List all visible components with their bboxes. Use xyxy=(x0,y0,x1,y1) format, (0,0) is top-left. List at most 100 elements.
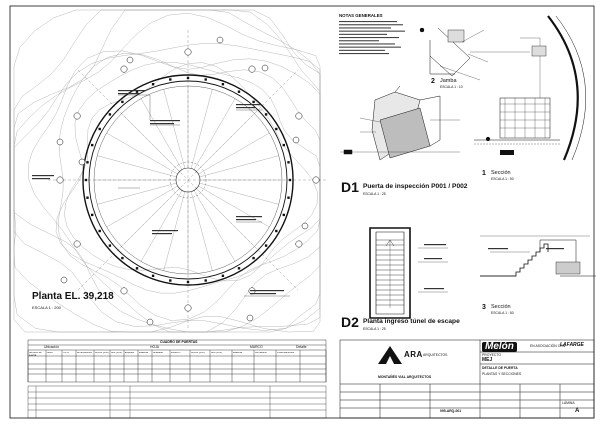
client-logo: Melón xyxy=(482,342,517,352)
silo-column xyxy=(91,143,94,147)
schedule-column-header: Número de puerta xyxy=(28,352,42,357)
note-text-line xyxy=(339,30,405,32)
grid-bubble xyxy=(60,276,68,284)
silo-column xyxy=(282,143,285,147)
schedule-column-header: Acabado xyxy=(152,352,164,354)
schedule-group-detail: Detalle xyxy=(296,345,307,349)
radial-line xyxy=(198,185,270,228)
radial-line xyxy=(190,89,213,169)
grid-bubble xyxy=(73,112,81,120)
section-3-number: 3 xyxy=(482,304,486,311)
grid-bubble xyxy=(78,158,86,166)
silo-column xyxy=(91,213,94,217)
silo-column xyxy=(275,229,278,233)
radial-line xyxy=(196,113,255,172)
schedule-column-header: Material xyxy=(138,352,149,354)
notes-heading: NOTAS GENERALES xyxy=(339,13,383,18)
silo-column xyxy=(221,274,225,277)
silo-column xyxy=(186,280,190,284)
radial-line xyxy=(163,89,186,169)
silo-column xyxy=(169,279,172,282)
section-1-detail xyxy=(470,15,586,161)
grid-bubble xyxy=(292,136,300,144)
architect-full-name: MONTAÑÉS VIAL ARQUITECTOS xyxy=(378,375,432,379)
radial-line xyxy=(196,188,255,247)
architect-logo: ARA xyxy=(404,350,423,359)
section-3-detail xyxy=(480,235,596,277)
radial-line xyxy=(190,191,213,271)
sheet-label: LÁMINA xyxy=(562,401,575,405)
note-text-line xyxy=(339,53,389,55)
grid-bubble xyxy=(248,65,256,73)
d1-code: D1 xyxy=(341,179,359,195)
revision-table xyxy=(27,385,327,419)
d2-escape-tunnel-plan xyxy=(369,227,448,319)
plan-view xyxy=(13,9,328,333)
schedule-column-header: TIPO xyxy=(62,352,69,354)
door-schedule-table xyxy=(27,339,327,383)
d2-scale: ESCALA 1 : 25 xyxy=(363,327,386,331)
silo-column xyxy=(186,76,190,80)
schedule-column-header: Nivel xyxy=(46,352,53,354)
grid-bubble xyxy=(120,65,128,73)
silo-column xyxy=(288,178,292,182)
silo-column xyxy=(282,213,285,217)
silo-column xyxy=(204,78,207,81)
project-label: PROYECTO xyxy=(482,353,501,357)
silo-inner-wall xyxy=(88,80,288,280)
grid-bubble xyxy=(120,287,128,295)
plan-annotation-lines xyxy=(32,90,284,295)
schedule-column-header: Alto (mm) xyxy=(110,352,123,354)
silo-columns xyxy=(84,76,292,284)
title-block xyxy=(339,339,595,419)
note-text-line xyxy=(339,37,399,39)
grid-bubble xyxy=(295,112,303,120)
silo-column xyxy=(252,100,255,104)
silo-column xyxy=(86,161,89,164)
silo-column xyxy=(252,256,255,260)
note-text-line xyxy=(339,46,401,48)
radial-line xyxy=(198,132,270,175)
section-1-scale: ESCALA 1 : 50 xyxy=(491,177,514,181)
grid-bubble xyxy=(246,314,254,322)
section-1-title: Sección xyxy=(491,170,511,176)
d2-title: Planta ingreso túnel de escape xyxy=(363,318,460,325)
grid-bubbles xyxy=(56,36,320,326)
jamba-number: 2 xyxy=(431,78,435,85)
radial-line xyxy=(97,155,177,178)
radial-line xyxy=(193,98,236,170)
contour-line xyxy=(13,43,321,333)
grid-bubble xyxy=(301,222,309,230)
grid-bubble xyxy=(184,48,192,56)
contour-line xyxy=(58,53,321,321)
grid-bubble xyxy=(56,176,64,184)
note-text-line xyxy=(339,24,403,26)
silo-column xyxy=(108,113,112,116)
silo-column xyxy=(84,178,88,182)
grid-bubble xyxy=(184,304,192,312)
radial-line xyxy=(199,155,279,178)
radial-line xyxy=(199,182,279,205)
project-code: MEJ xyxy=(482,357,493,363)
d1-scale: ESCALA 1 : 25 xyxy=(363,192,386,196)
silo-column xyxy=(237,267,241,270)
d1-inspection-door-detail xyxy=(340,85,460,161)
silo-column xyxy=(151,274,155,277)
contour-line xyxy=(13,9,321,333)
silo-column xyxy=(151,83,155,86)
radial-line xyxy=(140,98,183,170)
schedule-column-header: Espesor xyxy=(124,352,135,354)
note-text-line xyxy=(339,21,397,23)
grid-bubble xyxy=(312,176,320,184)
plan-scale: ESCALA 1 : 200 xyxy=(32,305,61,310)
grid-bubble xyxy=(261,64,269,72)
silo-column xyxy=(86,196,89,199)
drawing-subtitle: PLANTAS Y SECCIONES xyxy=(482,372,522,376)
partner-prefix: EN ASOCIACIÓN CON xyxy=(530,344,566,348)
radial-line xyxy=(106,185,178,228)
jamba-title: Jamba xyxy=(440,78,457,84)
silo-column xyxy=(264,244,268,247)
silo-column xyxy=(121,100,124,104)
sheet-border xyxy=(9,5,595,419)
silo-column xyxy=(98,127,101,131)
